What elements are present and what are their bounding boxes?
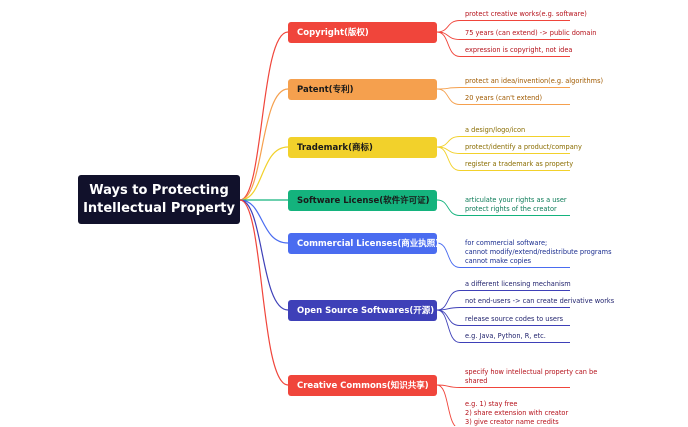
leaf-connector: [436, 87, 570, 90]
leaf-text[interactable]: protect creative works(e.g. software): [465, 9, 587, 18]
leaf-connector: [436, 309, 570, 343]
leaf-text[interactable]: e.g. Java, Python, R, etc.: [465, 331, 546, 340]
branch-connector-1: [239, 88, 289, 201]
leaf-text[interactable]: specify how intellectual property can be…: [465, 367, 598, 385]
leaf-connector: [436, 384, 570, 388]
branch-node-0[interactable]: Copyright(版权): [288, 21, 437, 43]
leaf-connector: [436, 136, 570, 148]
branch-connector-0: [239, 31, 289, 201]
branch-node-5[interactable]: Open Source Softwares(开源): [288, 299, 437, 321]
branch-connector-2: [239, 146, 289, 201]
leaf-text[interactable]: release source codes to users: [465, 314, 564, 323]
branch-node-4[interactable]: Commercial Licenses(商业执照): [288, 232, 439, 254]
branch-node-3[interactable]: Software License(软件许可证): [288, 189, 437, 211]
leaf-connector: [436, 242, 570, 268]
leaf-text[interactable]: 75 years (can extend) -> public domain: [465, 28, 597, 37]
branch-connector-4: [239, 199, 289, 244]
leaf-connector: [436, 88, 570, 105]
branch-node-1[interactable]: Patent(专利): [288, 78, 437, 100]
leaf-connector: [436, 31, 570, 57]
leaf-text[interactable]: protect an idea/invention(e.g. algorithm…: [465, 76, 604, 85]
leaf-text[interactable]: protect/identify a product/company: [465, 142, 582, 151]
leaf-connector: [436, 384, 456, 426]
branch-node-2[interactable]: Trademark(商标): [288, 136, 437, 158]
leaf-connector: [436, 290, 570, 311]
branch-node-6[interactable]: Creative Commons(知识共享): [288, 374, 437, 396]
leaf-text[interactable]: for commercial software; cannot modify/e…: [465, 238, 612, 265]
leaf-text[interactable]: expression is copyright, not idea: [465, 45, 573, 54]
leaf-text[interactable]: a different licensing mechanism: [465, 279, 571, 288]
leaf-connector: [436, 199, 570, 216]
leaf-connector: [436, 146, 570, 171]
leaf-connector: [436, 20, 570, 33]
leaf-text[interactable]: 20 years (can't extend): [465, 93, 543, 102]
leaf-text[interactable]: a design/logo/icon: [465, 125, 526, 134]
leaf-text[interactable]: not end-users -> can create derivative w…: [465, 296, 615, 305]
leaf-text[interactable]: e.g. 1) stay free 2) share extension wit…: [465, 399, 569, 426]
leaf-text[interactable]: articulate your rights as a user protect…: [465, 195, 567, 213]
leaf-connector: [436, 307, 570, 311]
leaf-text[interactable]: register a trademark as property: [465, 159, 574, 168]
branch-connector-5: [239, 199, 289, 311]
root-node[interactable]: Ways to Protecting Intellectual Property: [78, 175, 240, 224]
branch-connector-6: [239, 199, 289, 386]
